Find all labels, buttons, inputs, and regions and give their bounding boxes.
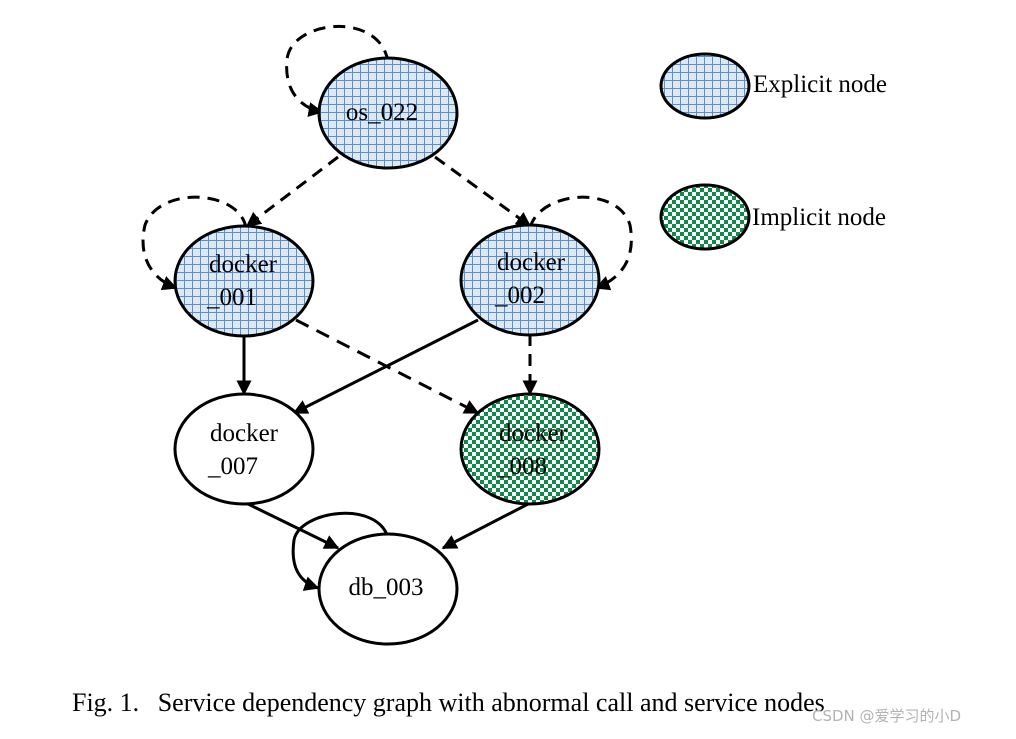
edge-db003-self-loop — [291, 511, 390, 591]
edge-os022-docker002 — [434, 155, 532, 228]
node-docker008-label-line1: docker — [499, 420, 568, 447]
edge-docker001-self-loop — [141, 195, 248, 291]
legend: Explicit node Implicit node — [659, 52, 887, 251]
node-os022-shape — [317, 56, 459, 170]
legend-explicit-swatch — [659, 52, 751, 120]
node-docker008-shape — [459, 392, 601, 506]
legend-explicit-label: Explicit node — [753, 71, 887, 98]
edge-docker002-docker007 — [292, 318, 479, 415]
node-db003-label: db_003 — [349, 574, 424, 601]
node-docker001-label-line1: docker — [209, 251, 278, 278]
legend-implicit-swatch — [659, 183, 751, 251]
node-db003-shape — [317, 532, 459, 646]
node-docker007-label-line2: _007 — [207, 453, 258, 480]
node-docker007-label-line1: docker — [210, 420, 279, 447]
node-docker001-shape — [173, 224, 315, 338]
caption-text: Service dependency graph with abnormal c… — [157, 688, 825, 717]
node-docker002-shape — [459, 223, 601, 337]
edge-os022-docker001 — [245, 155, 339, 228]
node-docker008-label-line2: _008 — [496, 453, 547, 480]
watermark: CSDN @爱学习的小D — [812, 707, 962, 725]
edge-docker008-db003 — [441, 501, 531, 550]
edge-os022-self-loop — [285, 25, 390, 117]
legend-implicit-label: Implicit node — [752, 204, 886, 231]
node-docker002-label-line2: _002 — [494, 282, 545, 309]
node-docker007-shape — [173, 392, 315, 506]
figure-caption: Fig. 1. Service dependency graph with ab… — [72, 688, 1002, 718]
node-os022-label: os_022 — [346, 99, 418, 126]
node-docker002-label-line1: docker — [497, 249, 566, 276]
caption-prefix: Fig. 1. — [72, 688, 140, 717]
node-docker001-label-line2: _001 — [206, 284, 257, 311]
edge-docker002-self-loop — [528, 195, 633, 291]
edge-docker007-db003 — [245, 501, 340, 550]
